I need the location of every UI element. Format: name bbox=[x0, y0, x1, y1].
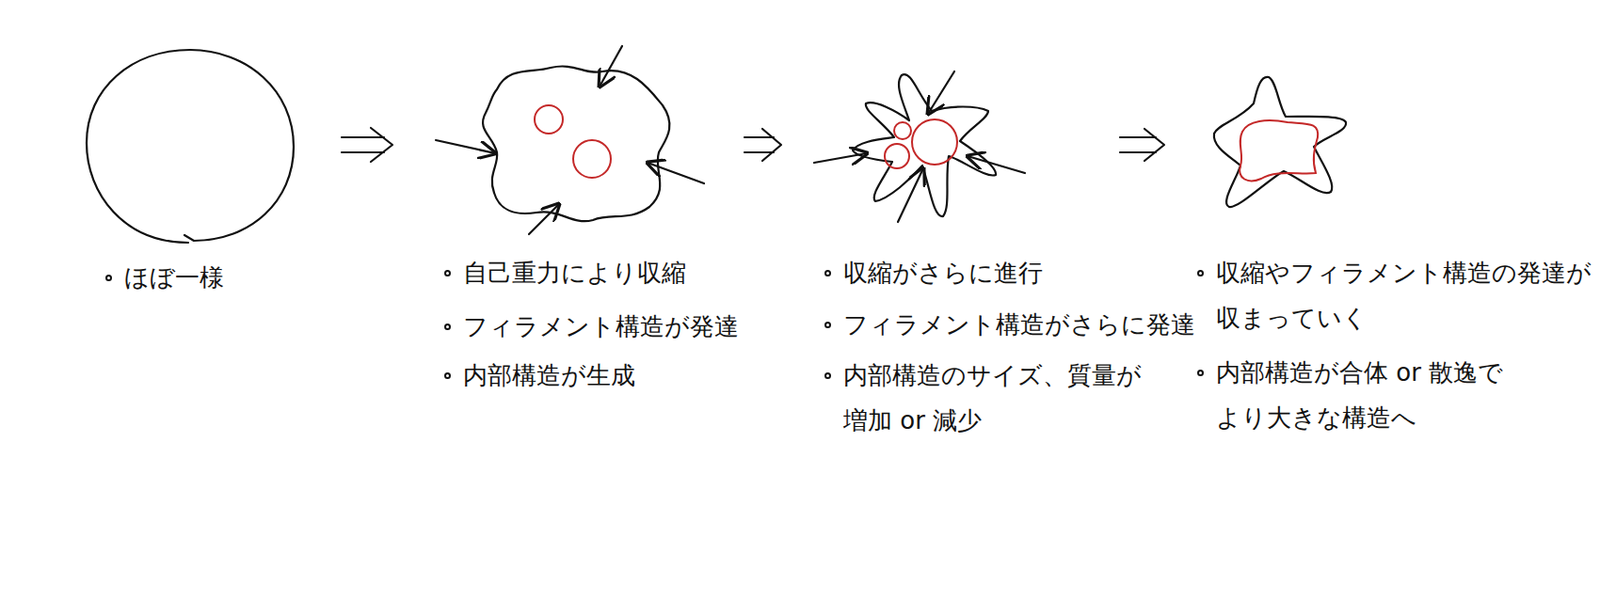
bullet-mark bbox=[444, 323, 451, 331]
note-text: 内部構造のサイズ、質量が 増加 or 減少 bbox=[843, 352, 1164, 444]
uniform-cloud bbox=[86, 49, 294, 243]
collapsing-cloud bbox=[482, 65, 670, 222]
bullet-mark bbox=[444, 270, 451, 277]
note-text: 収縮やフィラメント構造の発達が 収まっていく bbox=[1216, 250, 1589, 341]
bullet-mark bbox=[1197, 369, 1204, 377]
settled-cloud bbox=[1214, 77, 1346, 208]
internal-structure bbox=[534, 105, 1318, 181]
note-text: 内部構造が合体 or 散逸で より大きな構造へ bbox=[1216, 350, 1546, 441]
bullet-mark bbox=[444, 372, 451, 380]
note-text: 内部構造が生成 bbox=[463, 352, 774, 399]
note-text: ほぼ一様 bbox=[124, 255, 407, 301]
bullet-mark bbox=[824, 321, 832, 329]
note-text: 自己重力により収縮 bbox=[463, 250, 774, 296]
note-text: 収縮がさらに進行 bbox=[843, 250, 1192, 296]
bullet-mark bbox=[105, 274, 112, 282]
stage-arrow bbox=[341, 128, 1165, 162]
note-text: フィラメント構造がさらに発達 bbox=[843, 302, 1192, 348]
note-text: フィラメント構造が発達 bbox=[463, 304, 774, 350]
bullet-mark bbox=[824, 372, 832, 380]
bullet-mark bbox=[1197, 270, 1204, 277]
bullet-mark bbox=[824, 270, 832, 277]
filament-cloud bbox=[852, 74, 996, 217]
